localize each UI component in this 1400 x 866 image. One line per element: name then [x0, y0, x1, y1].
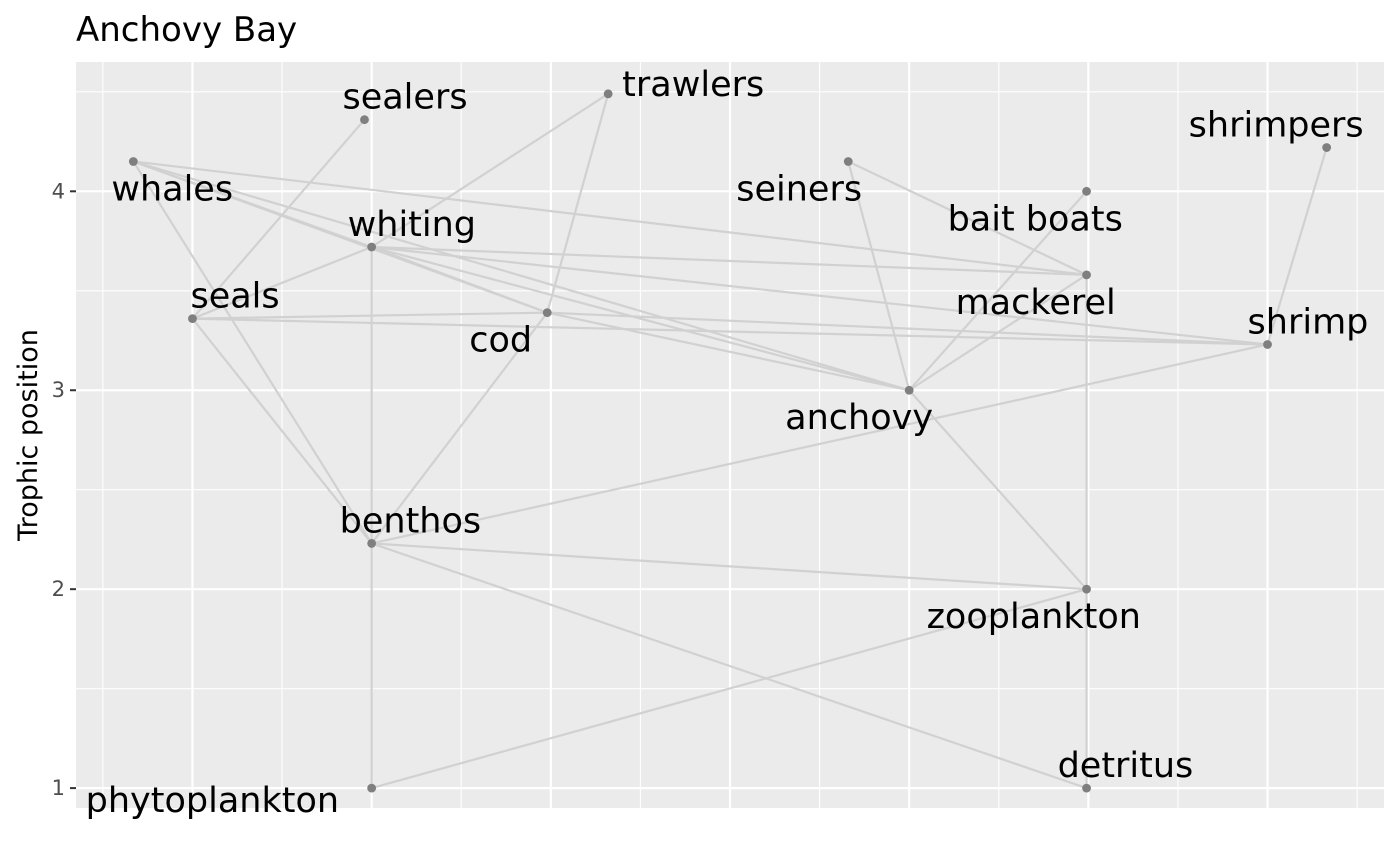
node-label-cod: cod: [469, 321, 532, 361]
node-point-shrimp: [1263, 340, 1272, 349]
node-label-whales: whales: [111, 169, 233, 209]
trophic-link: [908, 389, 1088, 590]
node-point-cod: [542, 308, 552, 318]
trophic-link: [371, 542, 1087, 790]
trophic-link: [847, 161, 911, 391]
node-label-seiners: seiners: [736, 169, 862, 209]
y-tick-label: 1: [52, 776, 65, 800]
chart-title: Anchovy Bay: [76, 10, 297, 50]
trophic-link: [908, 273, 1088, 392]
node-point-zooplankton: [1082, 584, 1091, 594]
node-label-whiting: whiting: [348, 205, 476, 245]
trophic-link: [191, 317, 373, 545]
node-label-benthos: benthos: [340, 501, 482, 541]
trophic-link: [371, 245, 910, 392]
trophic-link: [547, 311, 910, 392]
trophic-link: [1266, 147, 1328, 345]
node-point-anchovy: [904, 385, 914, 395]
trophic-link: [371, 343, 1268, 545]
node-point-bait-boats: [1082, 186, 1091, 196]
node-points: [128, 89, 1332, 793]
node-labels: whales seals sealers whiting benthos phytopla…: [86, 65, 1369, 821]
node-label-bait-boats: bait boats: [948, 199, 1123, 239]
trophic-link: [371, 588, 1087, 790]
node-label-sealers: sealers: [342, 78, 467, 118]
trophic-link: [132, 160, 373, 545]
node-point-benthos: [367, 539, 377, 548]
node-point-seals: [188, 314, 197, 324]
trophic-link: [371, 245, 1268, 346]
y-tick-label: 2: [52, 577, 65, 601]
node-point-phytoplankton: [367, 783, 377, 793]
trophic-link: [847, 160, 1088, 276]
trophic-link: [133, 160, 910, 392]
node-point-sealers: [360, 115, 369, 125]
node-point-mackerel: [1082, 270, 1091, 280]
y-axis-title: Trophic position: [13, 329, 44, 542]
trophic-link: [371, 245, 1087, 276]
trophic-link: [546, 93, 610, 313]
y-tick-label: 3: [52, 378, 65, 402]
trophic-link: [908, 190, 1088, 391]
trophic-link: [192, 245, 373, 320]
trophic-link: [371, 92, 609, 248]
trophic-link: [371, 542, 1087, 591]
trophic-links: [132, 92, 1328, 790]
node-label-shrimpers: shrimpers: [1189, 106, 1364, 146]
y-tick-label: 4: [52, 179, 65, 203]
trophic-link: [547, 311, 1268, 346]
node-label-zooplankton: zooplankton: [927, 597, 1141, 637]
node-point-trawlers: [603, 89, 613, 99]
node-point-whiting: [367, 242, 377, 252]
trophic-link: [133, 160, 1087, 276]
node-label-seals: seals: [190, 277, 279, 317]
node-label-mackerel: mackerel: [956, 283, 1116, 323]
node-label-shrimp: shrimp: [1248, 302, 1369, 342]
y-axis: 1 2 3 4: [52, 179, 76, 800]
node-point-seiners: [843, 157, 853, 166]
node-point-shrimpers: [1322, 143, 1332, 152]
trophic-link: [370, 311, 549, 545]
trophic-link: [371, 245, 548, 314]
trophic-link: [191, 118, 366, 320]
node-label-phytoplankton: phytoplankton: [86, 781, 339, 821]
node-point-whales: [128, 157, 138, 166]
node-point-detritus: [1082, 783, 1091, 793]
node-label-anchovy: anchovy: [785, 398, 933, 438]
node-label-detritus: detritus: [1058, 746, 1194, 786]
trophic-link: [192, 311, 548, 320]
node-label-trawlers: trawlers: [622, 65, 764, 105]
